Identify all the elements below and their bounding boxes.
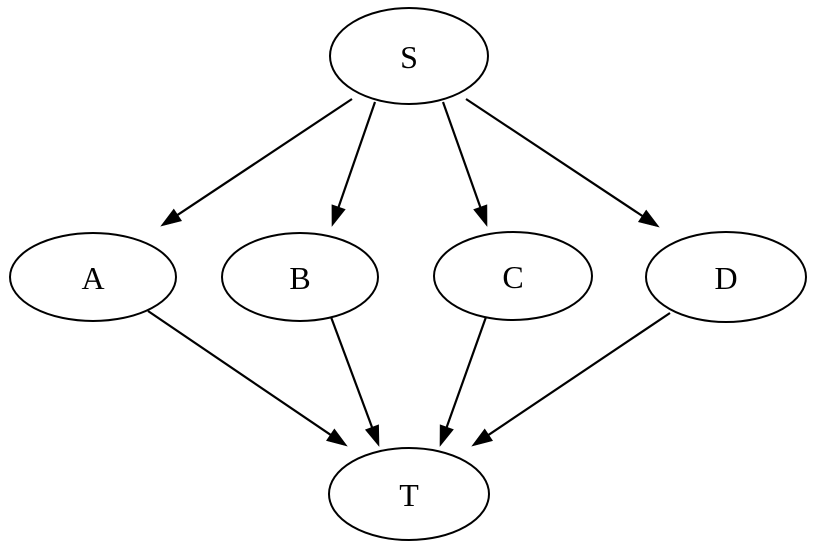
node-label-d: D bbox=[714, 260, 737, 296]
edge-shaft bbox=[336, 101, 377, 211]
node-ellipse-d[interactable] bbox=[645, 231, 807, 323]
node-ellipse-c[interactable] bbox=[433, 231, 593, 321]
arrowhead-icon bbox=[364, 424, 380, 447]
edge-shaft bbox=[147, 310, 334, 438]
edge-c-to-t bbox=[439, 316, 488, 447]
graph-node-s[interactable]: S bbox=[329, 7, 489, 105]
arrowhead-icon bbox=[331, 204, 346, 227]
node-label-s: S bbox=[400, 39, 418, 75]
edges-group bbox=[147, 98, 671, 447]
arrowhead-icon bbox=[471, 428, 493, 447]
node-label-a: A bbox=[81, 260, 104, 296]
edge-shaft bbox=[465, 98, 646, 219]
edge-shaft bbox=[444, 316, 488, 431]
arrowhead-icon bbox=[439, 424, 454, 447]
arrowhead-icon bbox=[326, 428, 348, 447]
node-label-b: B bbox=[289, 260, 310, 296]
edge-s-to-c bbox=[441, 101, 488, 227]
graph-node-c[interactable]: C bbox=[433, 231, 593, 321]
edge-shaft bbox=[174, 98, 353, 218]
arrowhead-icon bbox=[160, 208, 183, 227]
edge-s-to-b bbox=[331, 101, 377, 227]
edge-b-to-t bbox=[329, 316, 380, 447]
edge-shaft bbox=[485, 312, 671, 438]
graph-node-b[interactable]: B bbox=[221, 232, 379, 322]
node-label-t: T bbox=[399, 477, 419, 513]
graph-node-d[interactable]: D bbox=[645, 231, 807, 323]
node-ellipse-s[interactable] bbox=[329, 7, 489, 105]
edge-shaft bbox=[329, 316, 375, 431]
edge-s-to-d bbox=[465, 98, 660, 228]
arrowhead-icon bbox=[637, 209, 660, 228]
nodes-group: S A B C D T bbox=[9, 7, 807, 541]
graph-node-a[interactable]: A bbox=[9, 232, 177, 322]
edge-a-to-t bbox=[147, 310, 348, 447]
node-ellipse-t[interactable] bbox=[328, 447, 490, 541]
edge-shaft bbox=[441, 101, 483, 211]
node-ellipse-b[interactable] bbox=[221, 232, 379, 322]
edge-d-to-t bbox=[471, 312, 671, 447]
arrowhead-icon bbox=[473, 204, 488, 227]
node-label-c: C bbox=[502, 259, 523, 295]
edge-s-to-a bbox=[160, 98, 353, 227]
graph-node-t[interactable]: T bbox=[328, 447, 490, 541]
node-ellipse-a[interactable] bbox=[9, 232, 177, 322]
